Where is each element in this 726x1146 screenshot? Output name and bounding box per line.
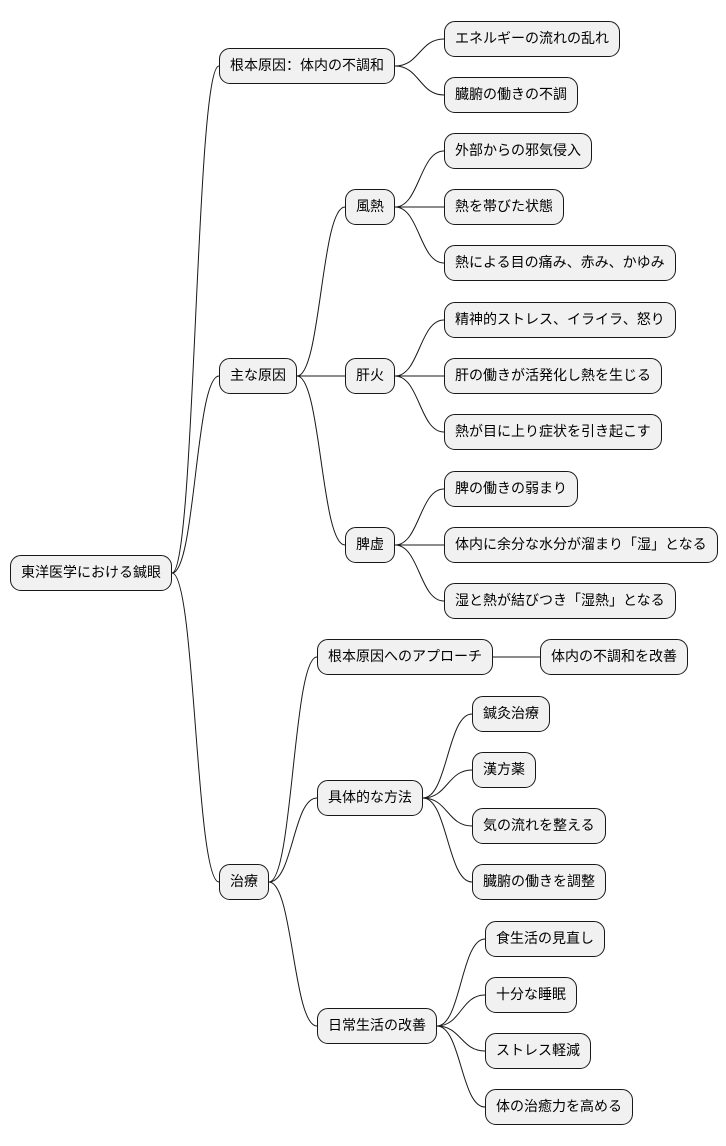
- connector-line: [394, 38, 445, 67]
- leaf-diet-review: 食生活の見直し: [485, 921, 605, 957]
- leaf-dampness: 体内に余分な水分が溜まり「湿」となる: [444, 527, 718, 563]
- connector-line: [394, 206, 445, 264]
- leaf-external-pathogen: 外部からの邪気侵入: [444, 133, 592, 169]
- leaf-liver-heat: 肝の働きが活発化し熱を生じる: [444, 358, 662, 394]
- leaf-mental-stress: 精神的ストレス、イライラ、怒り: [444, 302, 676, 338]
- connector-line: [394, 150, 445, 208]
- branch-main-causes: 主な原因: [219, 358, 297, 394]
- connector-line: [422, 713, 473, 799]
- treatment-specific-methods: 具体的な方法: [317, 780, 423, 816]
- leaf-stress-reduction: ストレス軽減: [485, 1033, 591, 1069]
- cause-wind-heat: 風熱: [345, 189, 395, 225]
- cause-liver-fire: 肝火: [345, 358, 395, 394]
- connector-line: [268, 656, 318, 883]
- leaf-energy-flow-disorder: エネルギーの流れの乱れ: [444, 21, 620, 57]
- connector-line: [296, 375, 346, 546]
- leaf-regulate-qi: 気の流れを整える: [472, 808, 606, 844]
- connector-line: [394, 319, 445, 377]
- leaf-improve-imbalance: 体内の不調和を改善: [540, 639, 688, 675]
- leaf-weak-spleen: 脾の働きの弱まり: [444, 471, 578, 507]
- connector-line: [394, 544, 445, 602]
- branch-root-cause: 根本原因：体内の不調和: [219, 48, 395, 84]
- leaf-organ-dysfunction: 臓腑の働きの不調: [444, 77, 578, 113]
- connector-line: [394, 488, 445, 546]
- connector-line: [171, 65, 220, 574]
- leaf-adjust-organs: 臓腑の働きを調整: [472, 864, 606, 900]
- connector-line: [436, 1025, 486, 1052]
- leaf-damp-heat: 湿と熱が結びつき「湿熱」となる: [444, 583, 676, 619]
- treatment-lifestyle: 日常生活の改善: [317, 1008, 437, 1044]
- connector-line: [171, 572, 220, 883]
- branch-treatment: 治療: [219, 864, 269, 900]
- treatment-root-approach: 根本原因へのアプローチ: [317, 639, 493, 675]
- connector-line: [422, 769, 473, 799]
- connector-line: [394, 65, 445, 96]
- leaf-healing-power: 体の治癒力を高める: [485, 1089, 633, 1125]
- cause-spleen-deficiency: 脾虚: [345, 527, 395, 563]
- leaf-heat-state: 熱を帯びた状態: [444, 189, 564, 225]
- connector-line: [436, 938, 486, 1027]
- leaf-heat-eye-symptoms: 熱による目の痛み、赤み、かゆみ: [444, 245, 676, 281]
- connector-line: [268, 797, 318, 883]
- connector-line: [436, 1025, 486, 1108]
- connector-line: [268, 881, 318, 1027]
- connector-line: [296, 206, 346, 377]
- root-node: 東洋医学における鍼眼: [10, 555, 172, 591]
- leaf-kampo: 漢方薬: [472, 752, 536, 788]
- connector-line: [422, 797, 473, 827]
- leaf-acupuncture: 鍼灸治療: [472, 696, 550, 732]
- leaf-enough-sleep: 十分な睡眠: [485, 977, 577, 1013]
- connector-line: [422, 797, 473, 883]
- connector-line: [394, 375, 445, 433]
- leaf-heat-rises-to-eyes: 熱が目に上り症状を引き起こす: [444, 414, 662, 450]
- connector-line: [171, 375, 220, 574]
- connector-line: [436, 994, 486, 1027]
